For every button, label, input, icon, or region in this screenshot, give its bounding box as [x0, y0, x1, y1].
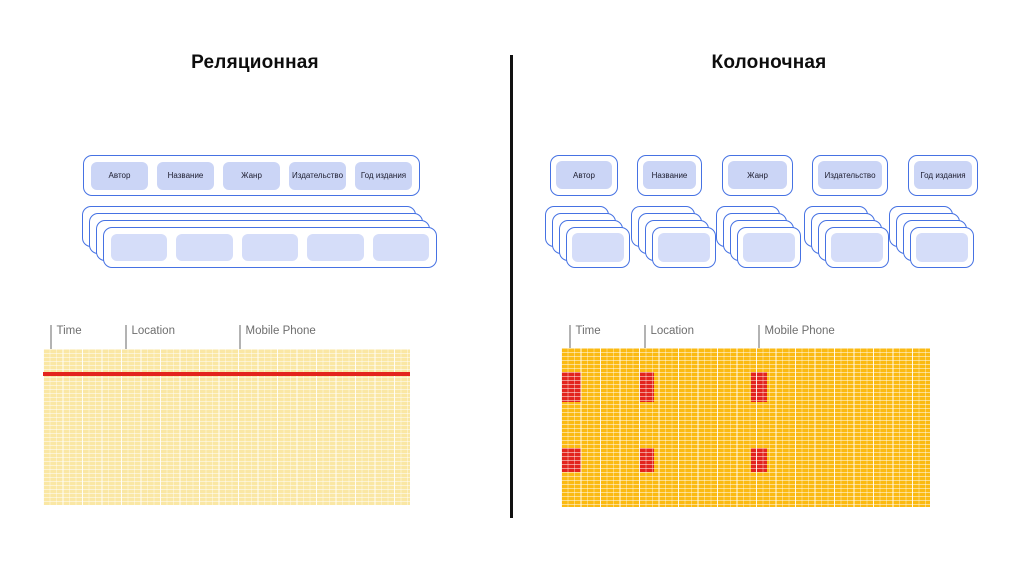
label-tick	[569, 325, 571, 349]
columnar-values-stack	[631, 206, 717, 269]
columnar-value-cell	[572, 233, 624, 262]
columnar-card-front	[910, 227, 974, 268]
columnar-storage-grid	[561, 348, 930, 507]
relational-row-cell	[372, 234, 430, 261]
relational-row-cell	[176, 234, 233, 261]
label-tick	[758, 325, 760, 349]
right-grid-label-time: Time	[569, 325, 601, 349]
left-panel-title: Реляционная	[191, 52, 319, 73]
columnar-header-genre: Жанр	[722, 155, 793, 196]
relational-storage-grid	[43, 349, 410, 505]
highlighted-row-stripe	[43, 372, 410, 376]
columnar-values-stack	[889, 206, 975, 269]
columnar-value-cell	[743, 233, 795, 262]
columnar-card-front	[566, 227, 630, 268]
label-tick	[644, 325, 646, 349]
columnar-values-stack	[716, 206, 802, 269]
columnar-header-year: Год издания	[908, 155, 978, 196]
left-grid-label-location: Location	[125, 325, 175, 349]
relational-row-cell	[111, 234, 168, 261]
grid-label-text: Time	[56, 325, 82, 337]
grid-label-text: Location	[131, 325, 175, 337]
relational-header-row: Автор Название Жанр Издательство Год изд…	[83, 155, 420, 196]
right-panel-title: Колоночная	[711, 52, 827, 73]
relational-column-header-title: Название	[157, 161, 214, 190]
relational-column-header-genre: Жанр	[223, 161, 280, 190]
columnar-column-header-year: Год издания	[914, 161, 972, 189]
relational-column-header-author: Автор	[91, 161, 148, 190]
columnar-values-stack	[545, 206, 631, 269]
relational-row-cell	[307, 234, 364, 261]
columnar-card-front	[825, 227, 889, 268]
columnar-value-cell	[658, 233, 710, 262]
columnar-card-front	[652, 227, 716, 268]
grid-label-text: Mobile Phone	[764, 325, 835, 337]
columnar-column-header-title: Название	[643, 161, 696, 189]
columnar-header-title: Название	[637, 155, 702, 196]
vertical-divider	[510, 55, 513, 518]
relational-column-header-publisher: Издательство	[289, 161, 346, 190]
columnar-column-header-publisher: Издательство	[818, 161, 882, 189]
columnar-column-header-genre: Жанр	[728, 161, 787, 189]
relational-rows-stack	[82, 206, 438, 269]
right-grid-label-mobile-phone: Mobile Phone	[758, 325, 835, 349]
columnar-column-header-author: Автор	[556, 161, 612, 189]
relational-row-card-front	[103, 227, 437, 268]
label-tick	[239, 325, 241, 349]
label-tick	[125, 325, 127, 349]
left-grid-label-time: Time	[50, 325, 82, 349]
grid-label-text: Mobile Phone	[245, 325, 316, 337]
columnar-header-author: Автор	[550, 155, 618, 196]
columnar-values-stack	[804, 206, 890, 269]
columnar-value-cell	[916, 233, 968, 262]
left-grid-label-mobile-phone: Mobile Phone	[239, 325, 316, 349]
columnar-value-cell	[831, 233, 883, 262]
grid-label-text: Location	[650, 325, 694, 337]
grid-lines-overlay	[561, 348, 930, 507]
relational-column-header-year: Год издания	[355, 161, 412, 190]
grid-label-text: Time	[575, 325, 601, 337]
label-tick	[50, 325, 52, 349]
columnar-header-publisher: Издательство	[812, 155, 888, 196]
relational-row-cell	[241, 234, 299, 261]
columnar-card-front	[737, 227, 801, 268]
right-grid-label-location: Location	[644, 325, 694, 349]
